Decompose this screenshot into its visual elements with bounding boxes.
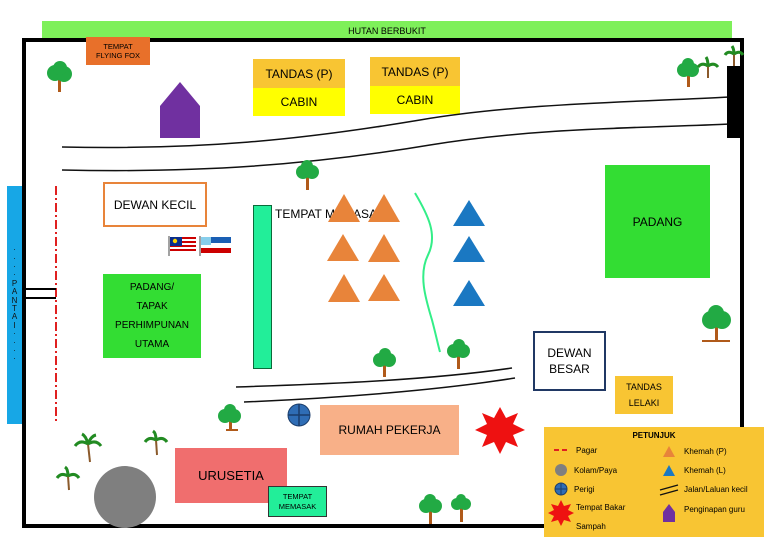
state-flag <box>199 236 231 256</box>
palm-tree-icon <box>696 56 720 78</box>
khemah-l-group <box>453 200 485 306</box>
legend-jalan: Jalan/Laluan kecil <box>684 485 748 494</box>
khemah-p <box>368 274 400 301</box>
flying-fox-line2: FLYING FOX <box>95 51 141 60</box>
rumah-pekerja: RUMAH PEKERJA <box>320 405 459 455</box>
tree-icon <box>47 61 72 92</box>
tandas-lelaki-line2: LELAKI <box>628 398 660 408</box>
legend-penginapan: Penginapan guru <box>684 505 745 514</box>
pantai-char: P <box>11 278 18 288</box>
pantai-char: · <box>13 337 16 347</box>
legend-bakar-icon <box>548 500 574 526</box>
malaysia-flag <box>168 236 196 256</box>
legend-penginapan-icon <box>663 504 675 522</box>
padang-utama-line4: UTAMA <box>134 339 170 350</box>
khemah-p <box>328 194 360 222</box>
road-lower <box>235 367 516 403</box>
legend-khemah-l-icon <box>663 465 675 476</box>
pantai-char: · <box>13 245 16 255</box>
beach-path <box>22 288 56 299</box>
palm-tree-icon <box>143 429 169 456</box>
tree-icon <box>296 160 319 190</box>
palm-tree-icon <box>55 465 81 491</box>
legend-tempat-bakar-1: Tempat Bakar <box>576 503 626 512</box>
dewan-kecil: DEWAN KECIL <box>103 182 207 227</box>
road-upper <box>61 96 731 172</box>
cabin-2: CABIN <box>370 86 460 114</box>
khemah-p <box>368 234 400 262</box>
tandas-p-2: TANDAS (P) <box>370 57 460 86</box>
hutan-berbukit-label: HUTAN BERBUKIT <box>42 21 732 41</box>
dewan-besar: DEWAN BESAR <box>533 331 606 391</box>
khemah-l <box>453 280 485 306</box>
palm-tree-icon <box>73 432 103 463</box>
cabin-1: CABIN <box>253 88 345 116</box>
tree-icon <box>218 404 241 431</box>
legend-kolam-icon <box>555 464 567 476</box>
tempat-memasak-label: TEMPAT MEMASAK <box>275 207 386 221</box>
pantai-char: · <box>13 253 16 263</box>
legend-symbols <box>548 446 679 526</box>
padang-utama-line3: PERHIMPUNAN <box>115 320 189 331</box>
tandas-lelaki-line1: TANDAS <box>626 381 662 392</box>
tree-icon <box>702 305 731 342</box>
legend-tempat-bakar-2: Sampah <box>576 522 606 531</box>
perigi <box>287 403 311 427</box>
legend-kolam: Kolam/Paya <box>574 466 618 475</box>
tempat-memasak-kecil-line1: TEMPAT <box>282 491 313 501</box>
pantai-char: A <box>11 312 18 322</box>
padang-utama-line1: PADANG/ <box>129 282 175 293</box>
palm-tree-icon <box>723 45 745 66</box>
legend-petunjuk: PETUNJUK Pagar Kolam/Paya Perigi Tempat … <box>544 427 764 537</box>
legend-jalan-icon <box>659 484 679 496</box>
khemah-p <box>328 274 360 302</box>
flying-fox-label: TEMPAT FLYING FOX <box>86 37 150 65</box>
legend-title: PETUNJUK <box>632 431 676 440</box>
padang-tapak-perhimpunan: PADANG/ TAPAK PERHIMPUNAN UTAMA <box>103 274 201 358</box>
pantai-char: · <box>13 345 16 355</box>
khemah-l <box>453 236 485 262</box>
penginapan-guru <box>160 82 200 138</box>
gate-right <box>727 66 741 138</box>
tree-icon <box>451 494 471 522</box>
padang-utama-line2: TAPAK <box>136 301 168 312</box>
pantai-char: · <box>13 329 16 339</box>
tempat-memasak-kecil-line2: MEMASAK <box>278 501 317 511</box>
tree-icon <box>419 494 442 524</box>
pantai-char: · <box>13 354 16 364</box>
pantai-char: I <box>13 320 16 330</box>
khemah-p-group <box>327 194 400 302</box>
stream <box>414 192 441 353</box>
legend-khemah-l: Khemah (L) <box>684 466 726 475</box>
kolam-paya <box>94 466 156 528</box>
pantai-char: · <box>13 270 16 280</box>
tandas-p-1: TANDAS (P) <box>253 59 345 88</box>
khemah-p <box>368 194 400 222</box>
tree-icon <box>677 58 699 87</box>
padang: PADANG <box>605 165 710 278</box>
tree-icon <box>447 339 470 369</box>
tandas-lelaki: TANDAS LELAKI <box>615 376 673 414</box>
pantai-char: N <box>11 295 18 305</box>
khemah-p <box>327 234 359 261</box>
pantai-char: A <box>11 287 18 297</box>
khemah-l <box>453 200 485 226</box>
flying-fox-line1: TEMPAT <box>103 41 133 51</box>
legend-perigi: Perigi <box>574 485 595 494</box>
dewan-besar-line1: DEWAN <box>547 345 592 360</box>
tempat-memasak-strip <box>253 205 272 369</box>
legend-khemah-p: Khemah (P) <box>684 447 727 456</box>
legend-perigi-icon <box>554 482 568 496</box>
dewan-besar-line2: BESAR <box>549 362 590 376</box>
tempat-bakar-sampah <box>475 407 525 454</box>
pantai-char: T <box>12 304 17 313</box>
pantai-char: · <box>13 262 16 272</box>
legend-khemah-p-icon <box>663 446 675 457</box>
tree-icon <box>373 348 396 377</box>
tempat-memasak-kecil: TEMPAT MEMASAK <box>268 486 327 517</box>
camp-boundary <box>22 38 744 528</box>
legend-pagar: Pagar <box>576 446 598 455</box>
pantai-strip: · · · · P A N T A I · · · · <box>7 186 22 424</box>
